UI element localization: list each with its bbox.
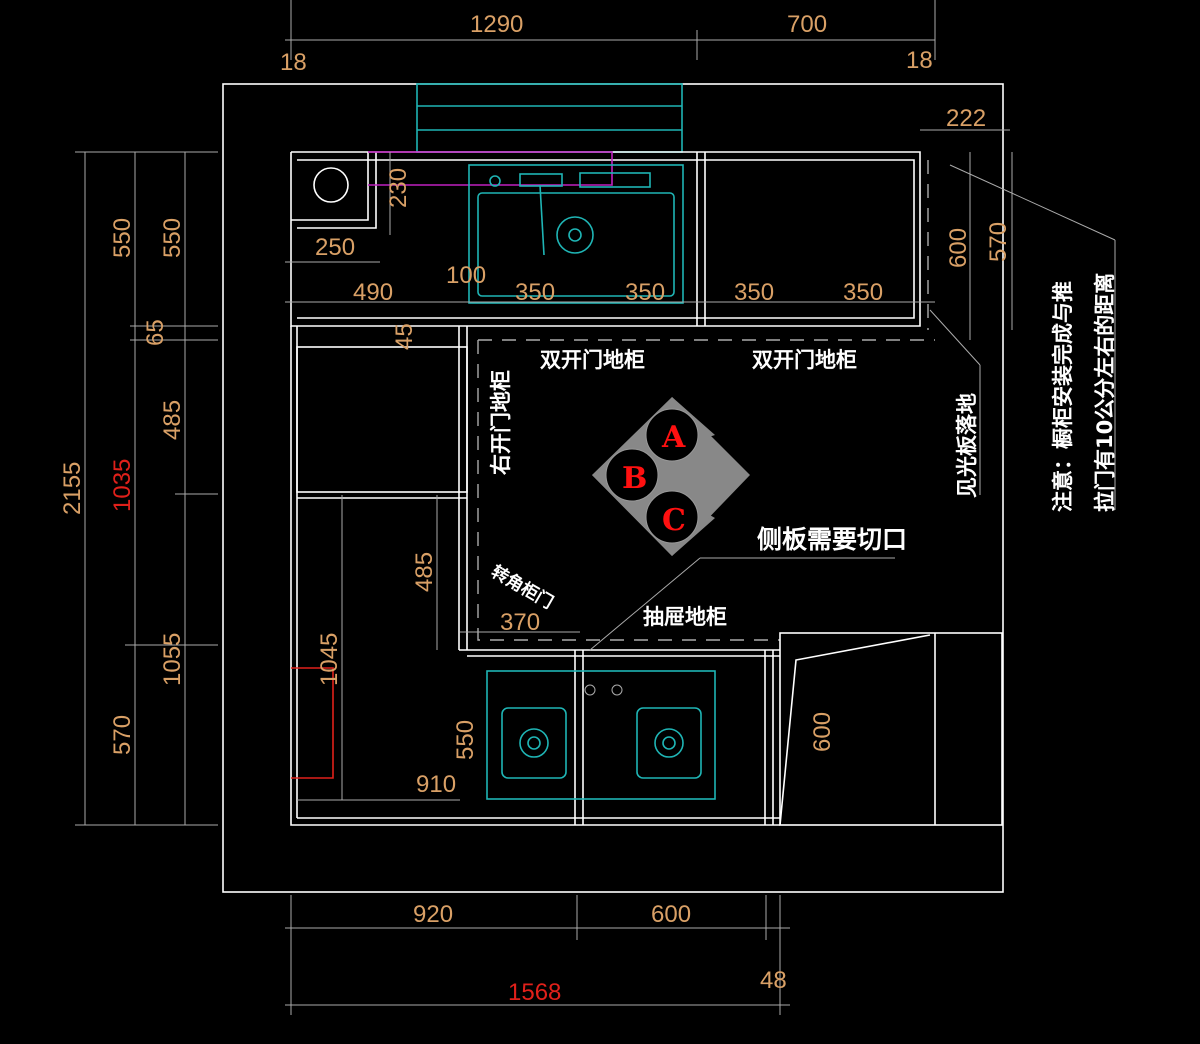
label-corner-door: 转角柜门 (488, 561, 557, 613)
dim-350-2: 350 (625, 279, 665, 306)
dimension-lines (75, 0, 1116, 1015)
top-counter (290, 151, 921, 327)
dim-485: 485 (159, 400, 186, 440)
dim-570-left: 570 (109, 715, 136, 755)
dim-550-b: 550 (159, 218, 186, 258)
marker-b: B (622, 461, 647, 496)
marker-a: A (661, 420, 686, 455)
label-right-door: 右开门地柜 (489, 370, 513, 475)
dim-370: 370 (500, 609, 540, 636)
dim-350-4: 350 (843, 279, 883, 306)
dim-250: 250 (315, 234, 355, 261)
dim-18-right: 18 (906, 47, 933, 74)
dim-700: 700 (787, 11, 827, 38)
dim-485-inner: 485 (411, 552, 438, 592)
label-visible-panel: 见光板落地 (955, 393, 979, 498)
dim-550-a: 550 (109, 218, 136, 258)
dim-222: 222 (946, 105, 986, 132)
note-line-1: 注意：橱柜安装完成与推 (1051, 281, 1075, 512)
label-double-door-2: 双开门地柜 (752, 348, 857, 372)
dim-1568: 1568 (508, 979, 561, 1006)
pipe-circle (313, 167, 349, 203)
dim-600-right: 600 (945, 228, 972, 268)
label-side-panel-cut: 侧板需要切口 (757, 525, 907, 554)
dim-920: 920 (413, 901, 453, 928)
dim-350-3: 350 (734, 279, 774, 306)
dim-350-1: 350 (515, 279, 555, 306)
dim-65: 65 (142, 319, 169, 346)
dim-1055: 1055 (159, 633, 186, 686)
marker-c: C (662, 503, 686, 538)
dim-570-right: 570 (985, 222, 1012, 262)
dim-1290: 1290 (470, 11, 523, 38)
note-line-2: 拉门有10公分左右的距离 (1093, 273, 1117, 512)
corner-carousel: A B C (592, 397, 750, 556)
window (416, 83, 683, 153)
dim-600-bottom: 600 (651, 901, 691, 928)
dim-1035: 1035 (109, 459, 136, 512)
dim-1045: 1045 (316, 633, 343, 686)
right-unit (779, 632, 1003, 826)
dim-100: 100 (446, 262, 486, 289)
dim-550-stove: 550 (452, 720, 479, 760)
pipe-line (368, 151, 613, 186)
dim-2155: 2155 (59, 462, 86, 515)
stove (486, 670, 716, 800)
dim-18-left: 18 (280, 49, 307, 76)
red-marker-1045 (291, 667, 334, 779)
label-double-door-1: 双开门地柜 (540, 348, 645, 372)
dim-230: 230 (385, 168, 412, 208)
sink (468, 164, 684, 304)
dim-490: 490 (353, 279, 393, 306)
dim-45: 45 (391, 323, 418, 350)
dim-48: 48 (760, 967, 787, 994)
dim-910: 910 (416, 771, 456, 798)
dim-600-fridge: 600 (809, 712, 836, 752)
label-drawer: 抽屉地柜 (643, 605, 727, 629)
left-cabinets (290, 326, 780, 826)
